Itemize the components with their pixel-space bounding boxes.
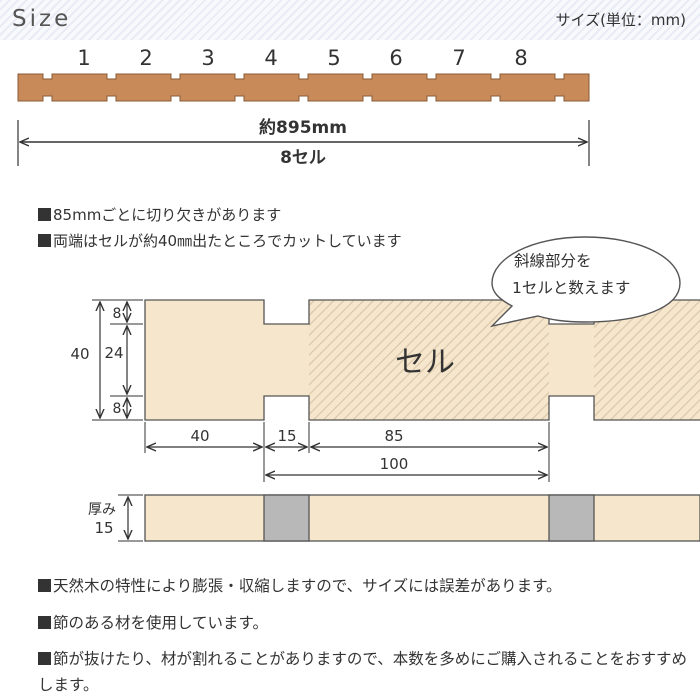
thickness-label: 厚み bbox=[88, 502, 116, 518]
height-total-label: 40 bbox=[70, 345, 89, 363]
overview-slat bbox=[17, 73, 590, 102]
note-knots: 節のある材を使用しています。 bbox=[38, 610, 693, 636]
header-bar: Size サイズ(単位：mm) bbox=[0, 0, 700, 40]
bullet-square-icon bbox=[38, 234, 51, 247]
cell-label: セル bbox=[395, 345, 455, 380]
size-title: Size bbox=[12, 6, 72, 32]
bullet-square-icon bbox=[38, 208, 51, 221]
cell-number-4: 4 bbox=[264, 46, 277, 70]
bullet-square-icon bbox=[38, 616, 51, 629]
side-view-slat bbox=[144, 494, 700, 542]
side-view-notch-1 bbox=[263, 494, 310, 542]
cell-number-7: 7 bbox=[452, 46, 465, 70]
cell-width-label: 85 bbox=[384, 427, 403, 445]
cell-number-3: 3 bbox=[201, 46, 214, 70]
callout-bubble bbox=[489, 236, 681, 328]
cell-number-5: 5 bbox=[327, 46, 340, 70]
note-buy-extra: 節が抜けたり、材が割れることがありますので、本数を多めにご購入されることをおすす… bbox=[38, 650, 687, 694]
cell-number-6: 6 bbox=[389, 46, 402, 70]
cell-number-8: 8 bbox=[514, 46, 527, 70]
notch-width-label: 15 bbox=[277, 427, 296, 445]
side-view-notch-2 bbox=[548, 494, 595, 542]
cell-number-2: 2 bbox=[139, 46, 152, 70]
detail-slat-outline bbox=[144, 299, 700, 421]
cell-count-label: 8セル bbox=[280, 148, 326, 168]
notch-top-label: 8 bbox=[113, 306, 122, 322]
cell-number-1: 1 bbox=[77, 46, 90, 70]
total-length-label: 約895mm bbox=[259, 117, 347, 138]
end-width-label: 40 bbox=[190, 427, 209, 445]
notch-bottom-label: 8 bbox=[113, 401, 122, 417]
bullet-square-icon bbox=[38, 579, 51, 592]
callout-line-2: 1セルと数えます bbox=[512, 279, 630, 297]
note-end-cut: 両端はセルが約40㎜出たところでカットしています bbox=[38, 230, 402, 251]
bullet-square-icon bbox=[38, 652, 51, 665]
note-size-variance: 天然木の特性により膨張・収縮しますので、サイズには誤差があります。 bbox=[38, 573, 693, 599]
callout-line-1: 斜線部分を bbox=[514, 252, 592, 270]
note-notch-interval: 85mmごとに切り欠きがあります bbox=[38, 204, 281, 225]
unit-label: サイズ(単位：mm) bbox=[555, 11, 686, 29]
pitch-label: 100 bbox=[380, 455, 409, 473]
thickness-value: 15 bbox=[94, 519, 113, 537]
middle-label: 24 bbox=[104, 344, 123, 362]
